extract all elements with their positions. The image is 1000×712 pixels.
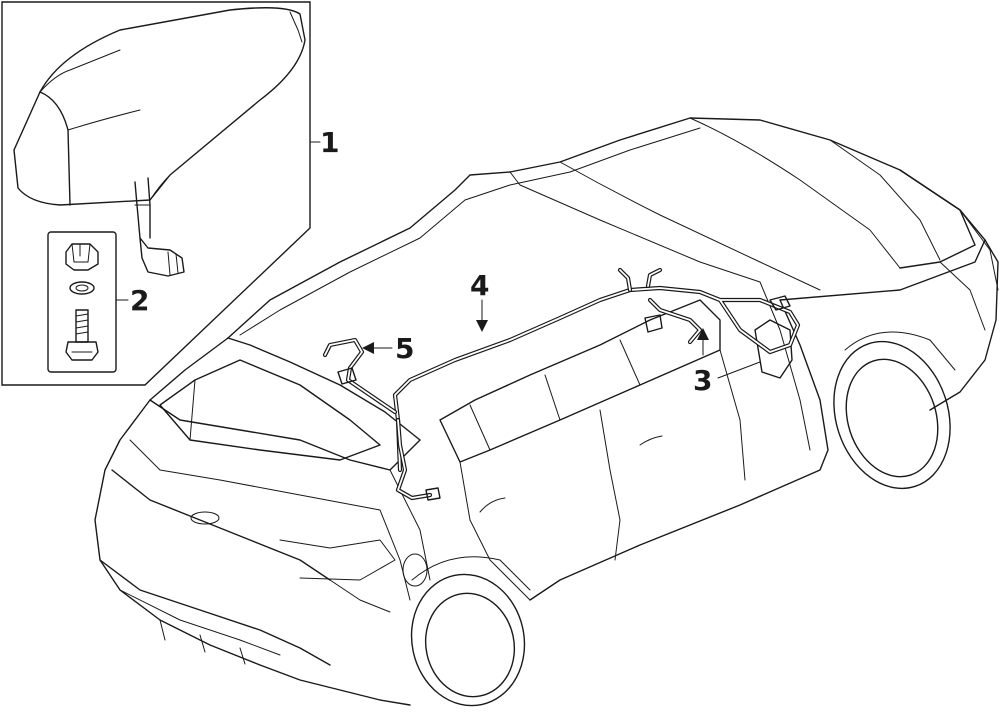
rear-wheel xyxy=(410,556,531,707)
callout-1-group: 1 xyxy=(309,126,339,159)
callout-5-label: 5 xyxy=(395,332,414,365)
antenna-bolt xyxy=(65,309,99,361)
cable-5 xyxy=(322,337,398,415)
antenna-clip xyxy=(65,243,99,271)
callout-4-group: 4 xyxy=(470,269,489,332)
antenna-inset-panel: 1 2 xyxy=(1,1,339,386)
shark-fin-antenna xyxy=(13,7,306,277)
callout-3-group: 3 xyxy=(693,328,761,397)
front-wheel xyxy=(833,331,956,490)
callout-3-arrow xyxy=(697,328,709,340)
callout-2-label: 2 xyxy=(130,284,149,317)
callout-2-group: 2 xyxy=(115,284,149,317)
hardware-kit-box xyxy=(47,231,117,373)
callout-4-label: 4 xyxy=(470,269,489,302)
callout-1-label: 1 xyxy=(320,126,339,159)
callout-3-label: 3 xyxy=(693,364,712,397)
callout-4-arrow xyxy=(476,320,488,332)
inset-border xyxy=(1,1,311,386)
roof-harness-4 xyxy=(392,285,801,473)
hardware-kit-border xyxy=(47,231,117,373)
antenna-washer xyxy=(69,281,95,295)
front-harness-3 xyxy=(617,267,791,345)
callout-5-arrow xyxy=(362,342,374,354)
rear-harness-lower xyxy=(395,417,441,501)
vehicle-outline xyxy=(94,117,999,707)
callout-5-group: 5 xyxy=(362,332,414,365)
